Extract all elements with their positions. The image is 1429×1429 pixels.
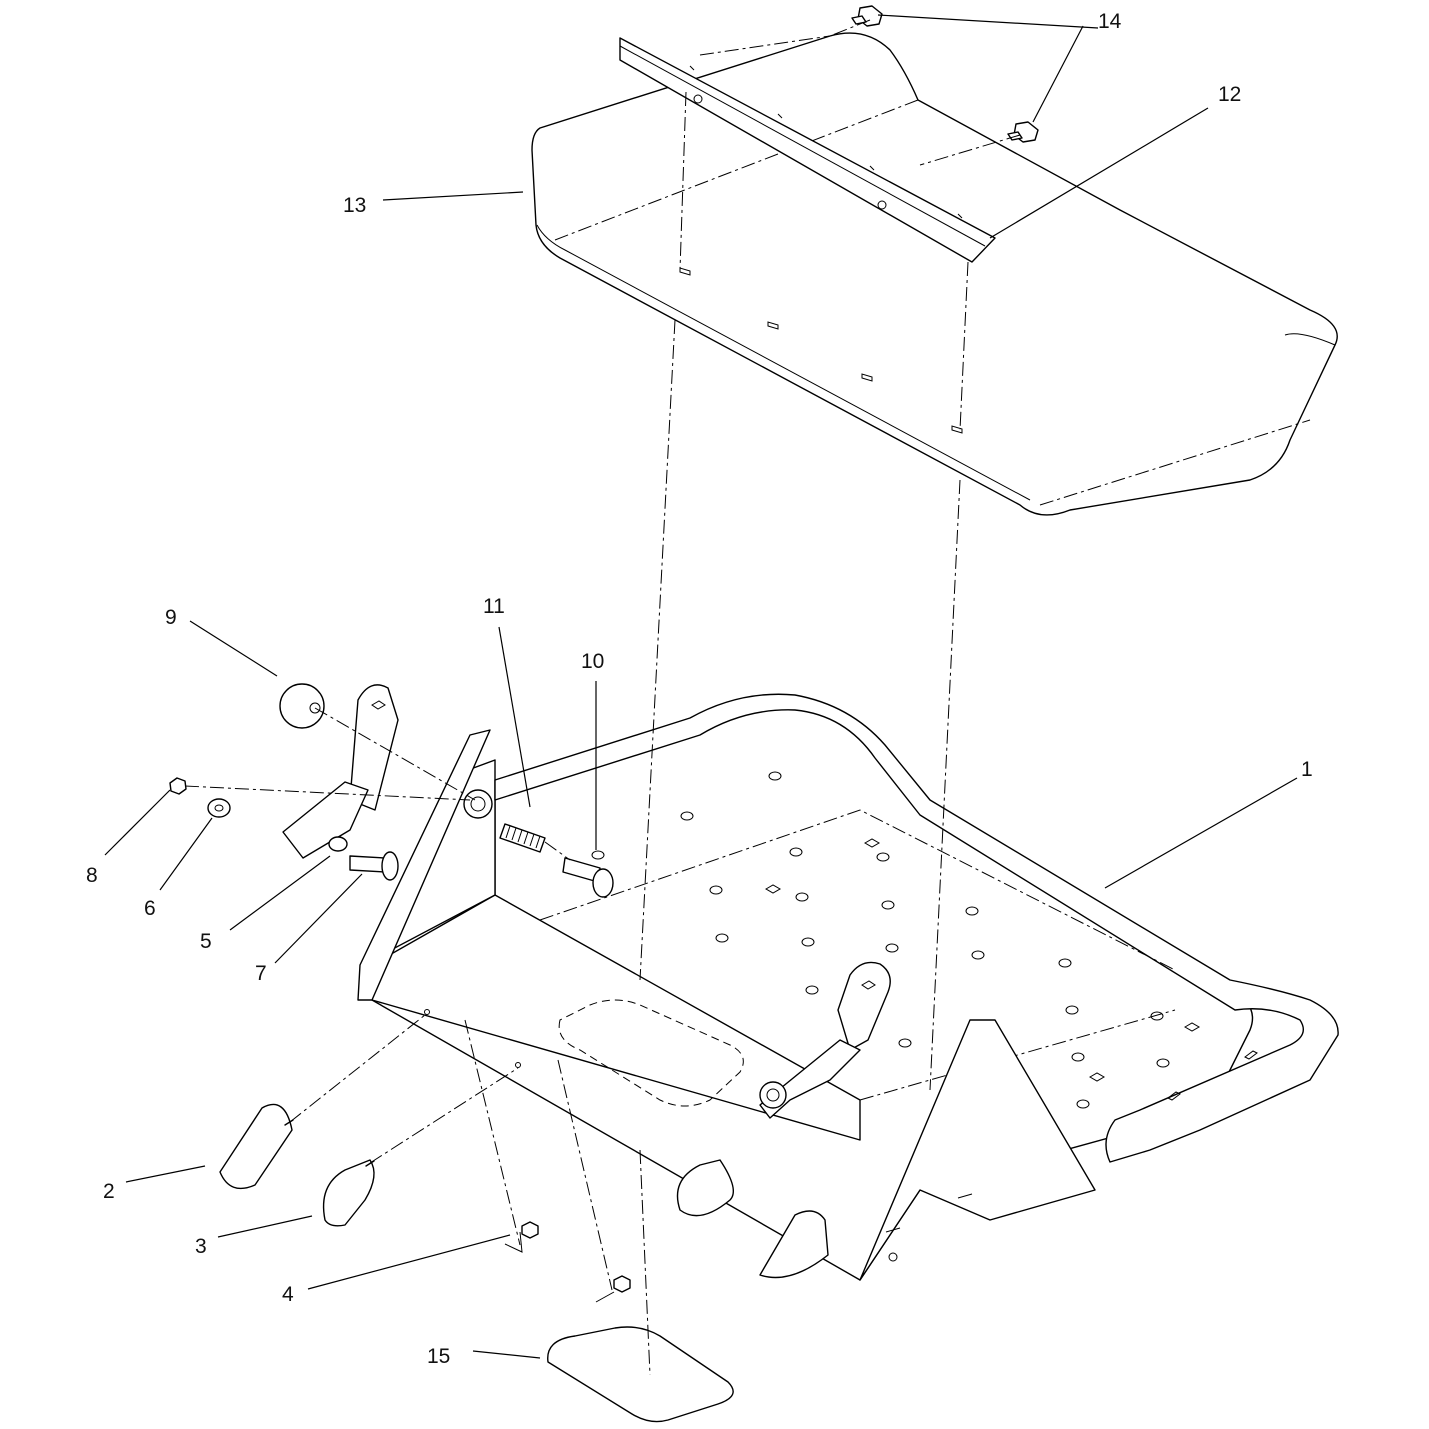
- callout-6: 6: [144, 897, 156, 920]
- callout-12: 12: [1218, 83, 1241, 106]
- part-6-washer: [207, 798, 231, 818]
- callout-5: 5: [200, 930, 212, 953]
- part-11-spring: [499, 823, 546, 853]
- part-8-nut: [169, 777, 187, 795]
- callout-4: 4: [282, 1283, 294, 1306]
- callout-15: 15: [427, 1345, 450, 1368]
- part-1-main-frame: [282, 684, 1339, 1281]
- leader-lines: [104, 14, 1298, 1359]
- callout-2: 2: [103, 1180, 115, 1203]
- callout-7: 7: [255, 962, 267, 985]
- assembly-lines: [184, 19, 1021, 1376]
- callout-9: 9: [165, 606, 177, 629]
- callout-13: 13: [343, 194, 366, 217]
- callout-8: 8: [86, 864, 98, 887]
- part-9-knob: [279, 683, 325, 729]
- part-15-decal: [547, 1326, 734, 1423]
- part-12-angle-bracket: [619, 37, 996, 263]
- deck-holes: [591, 771, 1258, 1109]
- callout-1: 1: [1301, 758, 1313, 781]
- part-10-plunger: [562, 857, 614, 898]
- installed-bumpers: [676, 1159, 829, 1279]
- callouts: 1 2 3 4 5 6 7 8 9 10 11 12 13 14 15: [86, 10, 1313, 1368]
- part-2-bumper-cone: [219, 1103, 294, 1190]
- callout-10: 10: [581, 650, 604, 673]
- callout-3: 3: [195, 1235, 207, 1258]
- callout-11: 11: [483, 595, 505, 618]
- part-7-pin: [349, 851, 399, 881]
- part-3-bumper-dome: [322, 1159, 375, 1227]
- callout-14: 14: [1098, 10, 1122, 33]
- part-4-nuts: [521, 1221, 631, 1293]
- part-5-bushing: [328, 836, 348, 852]
- part-13-shield-plate: [531, 32, 1338, 516]
